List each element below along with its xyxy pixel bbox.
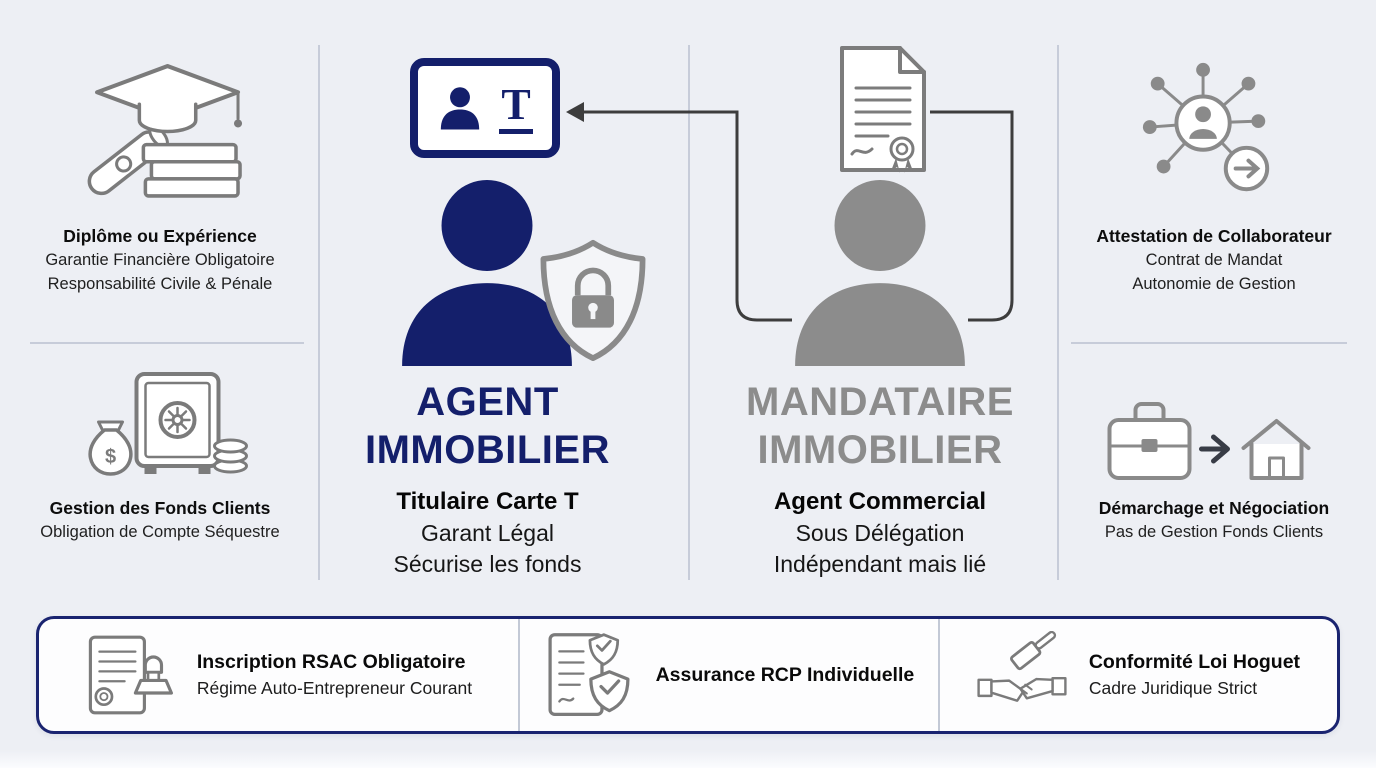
shield-lock-icon: [534, 238, 652, 362]
prospecting-title: Démarchage et Négociation: [1098, 498, 1330, 518]
agent-person-icon: [394, 178, 580, 366]
agent-subtitle: Titulaire Carte T: [396, 488, 579, 515]
mandataire-title-line2: IMMOBILIER: [757, 428, 1003, 472]
mandataire-subtext: Agent Commercial Sous Délégation Indépen…: [700, 486, 1060, 580]
mandataire-subtitle: Agent Commercial: [773, 488, 987, 515]
safe-icon: $: [82, 368, 252, 480]
qualifications-title: Diplôme ou Expérience: [63, 226, 257, 246]
footer-item-rcp: Assurance RCP Individuelle: [517, 619, 938, 731]
footer-subtitle: Régime Auto-Entrepreneur Courant: [196, 678, 473, 698]
footer-title: Inscription RSAC Obligatoire: [196, 651, 466, 673]
qualifications-line: Responsabilité Civile & Pénale: [47, 275, 273, 293]
footer-text-rcp: Assurance RCP Individuelle: [656, 662, 915, 689]
carte-t-icon: T: [410, 58, 560, 158]
attestation-line: Contrat de Mandat: [1145, 251, 1283, 269]
cardholder-person-icon: [437, 81, 483, 135]
carte-t-underline: [499, 128, 533, 134]
footer-title: Assurance RCP Individuelle: [655, 663, 915, 686]
column-divider-center: [688, 45, 690, 580]
rcp-shield-icon: [544, 631, 634, 719]
agent-title-line2: IMMOBILIER: [365, 428, 610, 472]
footer-text-rsac: Inscription RSAC Obligatoire Régime Auto…: [197, 649, 472, 701]
qualifications-line: Garantie Financière Obligatoire: [45, 251, 275, 269]
network-icon: [1132, 58, 1284, 206]
footer-title: Conformité Loi Hoguet: [1088, 651, 1301, 673]
handshake-gavel-icon: [977, 631, 1067, 719]
attestation-title: Attestation de Collaborateur: [1096, 226, 1332, 246]
column-divider-right: [1057, 45, 1059, 580]
column-divider-left: [318, 45, 320, 580]
prospecting-text-block: Démarchage et Négociation Pas de Gestion…: [1064, 496, 1364, 544]
compliance-footer: Inscription RSAC Obligatoire Régime Auto…: [36, 616, 1340, 734]
carte-t-letter: T: [501, 79, 531, 129]
agent-line: Garant Légal: [421, 520, 554, 546]
mandataire-line: Indépendant mais lié: [773, 551, 987, 577]
footer-item-hoguet: Conformité Loi Hoguet Cadre Juridique St…: [937, 619, 1337, 731]
bottom-fade: [0, 750, 1376, 768]
footer-item-rsac: Inscription RSAC Obligatoire Régime Auto…: [39, 619, 518, 731]
right-section-divider: [1071, 342, 1347, 344]
mandataire-title-line1: MANDATAIRE: [746, 380, 1014, 424]
arrowhead-icon: [566, 102, 584, 122]
agent-title: AGENT IMMOBILIER: [330, 378, 645, 474]
agent-line: Sécurise les fonds: [393, 551, 582, 577]
attestation-line: Autonomie de Gestion: [1132, 275, 1296, 293]
agent-title-line1: AGENT: [416, 380, 559, 424]
prospecting-line: Pas de Gestion Fonds Clients: [1104, 523, 1324, 541]
mandataire-person-icon: [787, 178, 973, 366]
agent-subtext: Titulaire Carte T Garant Légal Sécurise …: [330, 486, 645, 580]
funds-text-block: Gestion des Fonds Clients Obligation de …: [8, 496, 312, 544]
contract-icon: [836, 44, 930, 174]
attestation-text-block: Attestation de Collaborateur Contrat de …: [1064, 224, 1364, 296]
mandataire-title: MANDATAIRE IMMOBILIER: [700, 378, 1060, 474]
footer-subtitle: Cadre Juridique Strict: [1088, 678, 1258, 698]
funds-line: Obligation de Compte Séquestre: [40, 523, 280, 541]
funds-title: Gestion des Fonds Clients: [49, 498, 271, 518]
dollar-sign: $: [105, 446, 116, 468]
qualifications-text-block: Diplôme ou Expérience Garantie Financièr…: [8, 224, 312, 296]
rsac-stamp-icon: [85, 631, 175, 719]
briefcase-house-icon: [1104, 392, 1312, 484]
mandataire-line: Sous Délégation: [795, 520, 965, 546]
carte-t-letter-block: T: [499, 79, 533, 134]
footer-text-hoguet: Conformité Loi Hoguet Cadre Juridique St…: [1089, 649, 1300, 701]
diploma-icon: [78, 58, 246, 204]
left-section-divider: [30, 342, 304, 344]
